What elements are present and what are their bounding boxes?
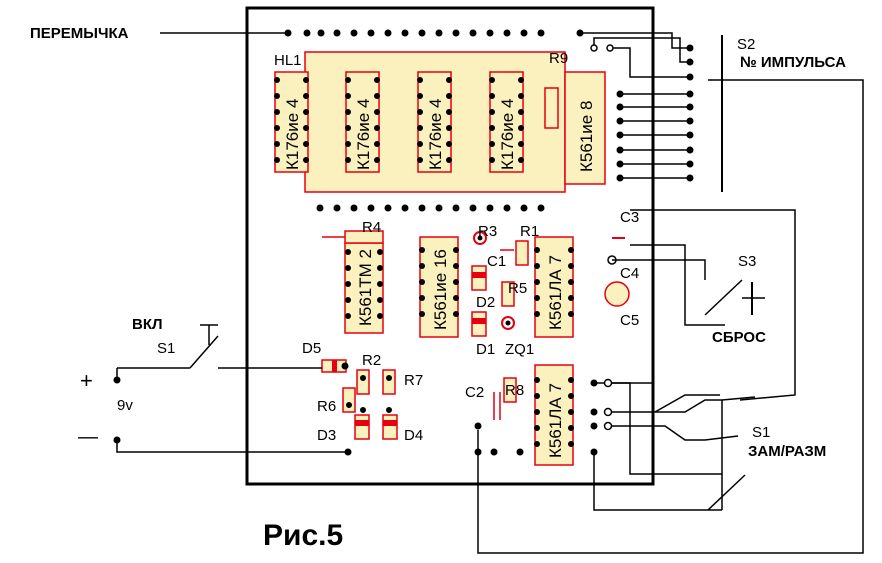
minus-label: —	[78, 426, 98, 448]
r9-label: R9	[549, 50, 568, 67]
d1-label: D1	[476, 341, 495, 358]
svg-text:К561ТМ 2: К561ТМ 2	[356, 249, 375, 326]
chip-k176-2: К176ие 4	[345, 71, 380, 173]
crystal-zq-case	[604, 281, 630, 307]
lower-chip-pins	[345, 247, 574, 447]
s1-right-label: S1	[752, 424, 770, 441]
battery-label: 9v	[117, 397, 133, 414]
c5-label: C5	[620, 312, 639, 329]
c1-label: C1	[487, 253, 506, 270]
chip-k561la7-bottom: К561ЛА 7	[534, 364, 574, 466]
chip-k176-1: К176ие 4	[274, 71, 309, 173]
resistor-r7	[382, 369, 396, 395]
jumper-label: ПЕРЕМЫЧКА	[30, 25, 129, 42]
svg-text:К176ие 4: К176ие 4	[498, 99, 517, 170]
s1-left-label: S1	[157, 340, 175, 357]
diode-d4	[382, 414, 398, 440]
resistor-r2	[356, 369, 370, 395]
s2-pins	[576, 29, 694, 182]
reset-label: СБРОС	[712, 329, 766, 346]
svg-text:К176ие 4: К176ие 4	[354, 99, 373, 170]
chip-k561ie8: К561ие 8	[564, 71, 606, 185]
d4-label: D4	[404, 427, 423, 444]
svg-text:К561ие 16: К561ие 16	[431, 249, 450, 330]
c2-r8-pads	[474, 422, 524, 456]
c2-label: C2	[465, 384, 484, 401]
d2-label: D2	[476, 294, 495, 311]
plus-label: +	[80, 368, 93, 393]
resistor-r6	[342, 387, 356, 413]
s2-label: S2	[737, 36, 755, 53]
figure-caption: Рис.5	[263, 519, 343, 552]
display-top-pins	[284, 29, 545, 37]
r2-label: R2	[362, 352, 381, 369]
r5-label: R5	[508, 280, 527, 297]
diode-d3	[354, 414, 370, 440]
hl1-label: HL1	[274, 52, 302, 69]
switch-s1-zam-razm	[593, 382, 756, 511]
board-outline	[245, 6, 655, 486]
c4-label: C4	[620, 265, 639, 282]
pulse-number-label: № ИМПУЛЬСА	[740, 54, 846, 71]
s3-label: S3	[738, 253, 756, 270]
svg-text:К561ЛА 7: К561ЛА 7	[546, 383, 565, 458]
chip-k176-3: К176ие 4	[417, 71, 452, 173]
chip-k176-4: К176ие 4	[489, 71, 524, 173]
r8-label: R8	[505, 382, 524, 399]
svg-text:К176ие 4: К176ие 4	[283, 99, 302, 170]
chip-pins	[274, 77, 524, 163]
r3-label: R3	[478, 223, 497, 240]
resistor-r5	[501, 281, 515, 307]
chip-k561ie16: К561ие 16	[419, 236, 459, 338]
c3-label: C3	[620, 209, 639, 226]
r6-label: R6	[317, 398, 336, 415]
r7-label: R7	[404, 372, 423, 389]
resistor-r9	[544, 87, 559, 129]
resistor-r8	[503, 377, 517, 403]
d3-label: D3	[317, 427, 336, 444]
display-bottom-pins	[316, 204, 545, 212]
svg-text:К561ие 8: К561ие 8	[577, 101, 596, 172]
chip-k561la7-top: К561ЛА 7	[534, 236, 574, 338]
d5-label: D5	[302, 340, 321, 357]
zq1-label: ZQ1	[505, 341, 534, 358]
svg-text:К561ЛА 7: К561ЛА 7	[546, 255, 565, 330]
resistor-r1	[515, 240, 529, 266]
switch-s1-pins	[590, 379, 598, 456]
svg-text:К176ие 4: К176ие 4	[426, 99, 445, 170]
zam-razm-label: ЗАМ/РАЗМ	[748, 443, 826, 460]
r4-label: R4	[362, 219, 381, 236]
s2-wiring	[477, 32, 864, 554]
chip-k561tm2: К561ТМ 2	[344, 242, 384, 334]
power-switch-s1	[116, 324, 348, 453]
r1-label: R1	[520, 223, 539, 240]
vkl-label: ВКЛ	[132, 316, 163, 333]
